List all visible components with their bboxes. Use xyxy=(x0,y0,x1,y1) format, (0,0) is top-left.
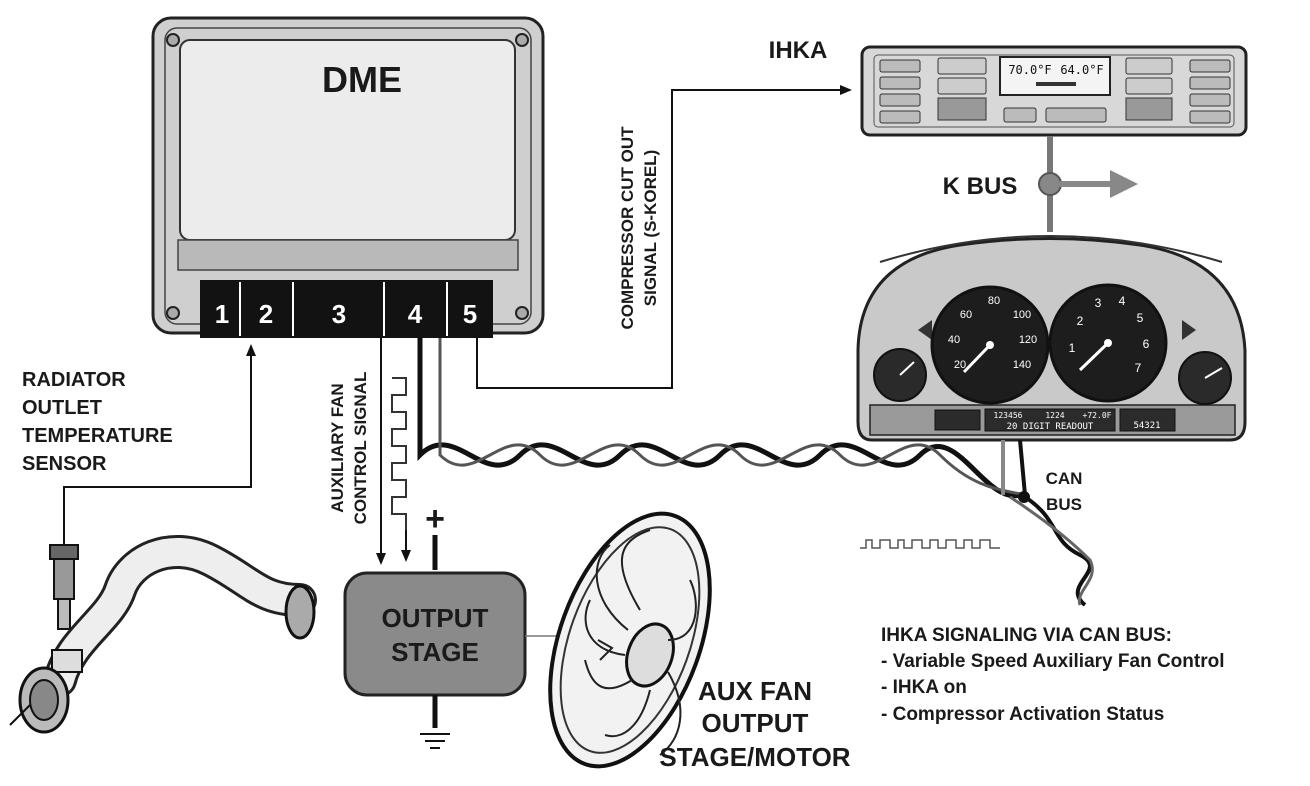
instrument-cluster: 20 40 60 80 100 120 140 1 2 3 4 5 6 7 12… xyxy=(856,235,1247,442)
can-bus-label-2: BUS xyxy=(1046,495,1082,514)
tacho-tick: 7 xyxy=(1135,361,1142,375)
aux-fan-label-3: STAGE/MOTOR xyxy=(659,742,850,772)
pwm-signal-graphic xyxy=(391,377,407,530)
can-signaling-item: - IHKA on xyxy=(881,677,967,698)
cluster-service: 54321 xyxy=(1133,421,1160,431)
can-signal-graphic xyxy=(860,539,1000,549)
k-bus-label: K BUS xyxy=(943,173,1018,200)
dme-pin-4: 4 xyxy=(408,299,423,329)
speedo-tick: 60 xyxy=(960,309,972,321)
can-bus-label-1: CAN xyxy=(1046,469,1083,488)
dme-pin-5: 5 xyxy=(463,299,477,329)
compressor-signal-label-2: SIGNAL (S-KOREL) xyxy=(641,150,660,306)
compressor-signal-label-1: COMPRESSOR CUT OUT xyxy=(618,126,637,330)
tacho-tick: 3 xyxy=(1095,296,1102,310)
output-stage-line-2: STAGE xyxy=(391,637,479,667)
can-bus-tail xyxy=(1023,495,1092,607)
tacho-tick: 6 xyxy=(1143,337,1150,351)
dme-title: DME xyxy=(322,59,402,100)
speedo-tick: 100 xyxy=(1013,309,1031,321)
ihka-panel: 70.0°F 64.0°F xyxy=(860,45,1248,137)
speedo-tick: 40 xyxy=(948,334,960,346)
dme-pin-1: 1 xyxy=(215,299,229,329)
speedo-tick: 20 xyxy=(954,359,966,371)
ground-symbol xyxy=(420,733,450,749)
radiator-label-4: SENSOR xyxy=(22,453,107,475)
aux-fan-label-2: OUTPUT xyxy=(702,708,809,738)
cluster-readout: 20 DIGIT READOUT xyxy=(1007,422,1094,432)
dme-module: DME 1 2 3 4 5 xyxy=(151,16,545,338)
tacho-tick: 1 xyxy=(1069,341,1076,355)
cluster-outside-temp: +72.0F xyxy=(1083,411,1112,420)
dme-pin-3: 3 xyxy=(332,299,346,329)
dme-connector xyxy=(200,280,493,338)
ihka-temp-right: 64.0°F xyxy=(1060,63,1103,77)
can-signaling-note: IHKA SIGNALING VIA CAN BUS: - Variable S… xyxy=(881,625,1225,725)
radiator-sensor xyxy=(49,544,79,630)
aux-fan-label-1: AUX FAN xyxy=(698,676,812,706)
tacho-tick: 4 xyxy=(1119,294,1126,308)
radiator-sensor-wire xyxy=(63,344,256,545)
can-signaling-heading: IHKA SIGNALING VIA CAN BUS: xyxy=(881,625,1172,646)
radiator-label-1: RADIATOR xyxy=(22,369,126,391)
output-stage-line-1: OUTPUT xyxy=(382,603,489,633)
output-stage-plus: + xyxy=(425,500,445,538)
k-bus-arrow xyxy=(1110,170,1138,198)
aux-fan-signal-label-2: CONTROL SIGNAL xyxy=(351,372,370,525)
tacho-tick: 5 xyxy=(1137,311,1144,325)
ihka-display xyxy=(999,56,1111,96)
cluster-odometer: 123456 xyxy=(994,411,1023,420)
aux-fan-graphic xyxy=(548,511,712,769)
k-bus-node xyxy=(1038,172,1062,196)
cluster-trip: 1224 xyxy=(1045,411,1064,420)
can-signaling-item: - Variable Speed Auxiliary Fan Control xyxy=(881,651,1225,672)
radiator-hose xyxy=(9,535,317,734)
ihka-temp-left: 70.0°F xyxy=(1008,63,1051,77)
speedo-tick: 140 xyxy=(1013,359,1031,371)
speedo-tick: 120 xyxy=(1019,334,1037,346)
aux-fan-signal-label-1: AUXILIARY FAN xyxy=(328,383,347,512)
ihka-label: IHKA xyxy=(769,37,828,64)
speedo-tick: 80 xyxy=(988,295,1000,307)
radiator-label-2: OUTLET xyxy=(22,397,102,419)
tacho-tick: 2 xyxy=(1077,314,1084,328)
can-signaling-item: - Compressor Activation Status xyxy=(881,704,1164,725)
output-stage: OUTPUT STAGE xyxy=(343,571,527,697)
dme-pin-2: 2 xyxy=(259,299,273,329)
compressor-signal-wire xyxy=(476,85,852,389)
can-bus-wire-a xyxy=(417,338,1021,499)
radiator-label-3: TEMPERATURE xyxy=(22,425,173,447)
can-bus-wire-b xyxy=(438,338,1026,497)
